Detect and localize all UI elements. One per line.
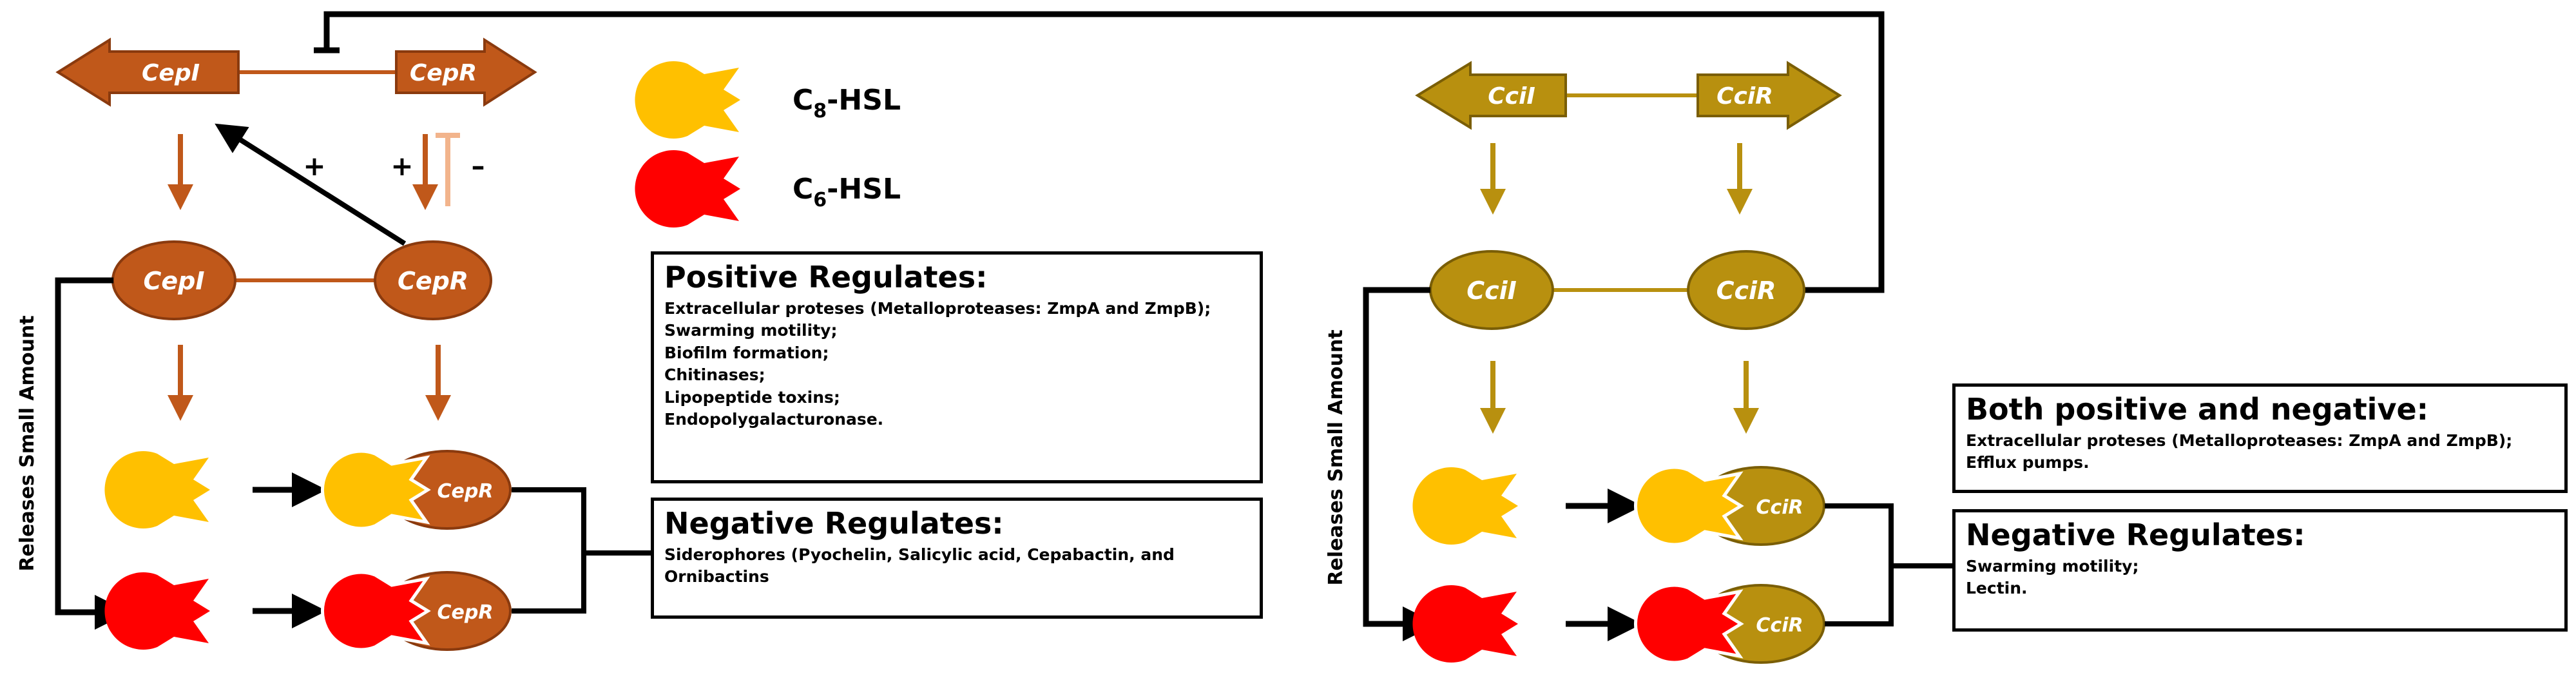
cep-negative-title: Negative Regulates: [664, 506, 1004, 541]
list-item: Ornibactins [664, 567, 769, 586]
cci-system: CciI CciR CciI CciR Releases Small Amoun… [1325, 61, 1952, 663]
ccii-protein-label: CciI [1466, 276, 1517, 305]
cepi-gene-label: CepI [142, 60, 200, 86]
legend: C8-HSL C6-HSL [635, 61, 901, 228]
list-item: Endopolygalacturonase. [664, 410, 884, 429]
cci-both-title: Both positive and negative: [1966, 392, 2429, 427]
cepi-gene-arrow [55, 37, 240, 107]
legend-c8-hsl-label: C8-HSL [793, 84, 901, 122]
cci-release-line [1363, 287, 1437, 641]
cci-inhibition-feedback-line [323, 11, 1885, 293]
cepr-gene-label: CepR [410, 60, 477, 86]
cepr-gene-arrow [395, 37, 537, 107]
ccir-protein [1687, 250, 1805, 330]
cci-both-regulation-box: Both positive and negative: Extracellula… [1952, 383, 2568, 493]
cepr-c6-complex-label: CepR [437, 601, 494, 624]
ccir-c8-complex-label: CciR [1756, 496, 1803, 519]
list-item: Swarming motility; [664, 321, 838, 340]
ccir-protein-label: CciR [1716, 276, 1776, 305]
list-item: Lipopeptide toxins; [664, 387, 840, 407]
cep-system: CepI CepR + – + CepI CepR Releases Small… [16, 37, 651, 650]
list-item: Extracellular proteses (Metalloproteases… [664, 298, 1211, 318]
cepi-protein-label: CepI [144, 267, 205, 295]
ccii-gene-label: CciI [1488, 83, 1535, 110]
cepr-plus-sign: + [390, 150, 413, 182]
cep-positive-regulation-box: Positive Regulates: Extracellular protes… [651, 251, 1263, 483]
cep-release-line [55, 277, 130, 630]
ccir-gene-label: CciR [1716, 83, 1773, 110]
cepr-c8-complex-label: CepR [437, 480, 494, 503]
cep-release-label: Releases Small Amount [16, 315, 39, 571]
cep-c8-hsl-molecule [104, 451, 210, 528]
list-item: Chitinases; [664, 365, 765, 385]
cepi-plus-sign: + [303, 150, 325, 182]
list-item: Biofilm formation; [664, 343, 829, 362]
list-item: Swarming motility; [1966, 556, 2139, 576]
cepr-minus-sign: – [472, 150, 485, 182]
cepr-protein [374, 240, 492, 320]
cci-c8-hsl-molecule [1412, 467, 1518, 545]
cci-complex-bracket [1825, 503, 1952, 626]
cep-negative-regulation-box: Negative Regulates: Siderophores (Pyoche… [651, 498, 1263, 619]
ccir-c6-complex: CciR [1635, 585, 1825, 663]
legend-c8-hsl-icon [635, 61, 740, 139]
ccir-gene-arrow [1697, 61, 1842, 130]
cci-negative-regulation-box: Negative Regulates: Swarming motility; L… [1952, 509, 2568, 632]
list-item: Siderophores (Pyochelin, Salicylic acid,… [664, 545, 1175, 564]
cepr-activates-cepi-arrow [215, 123, 407, 246]
list-item: Lectin. [1966, 579, 2028, 598]
cep-c6-hsl-molecule [104, 572, 210, 650]
cepr-protein-label: CepR [398, 267, 468, 295]
cci-negative-title: Negative Regulates: [1966, 518, 2305, 552]
ccir-c8-complex: CciR [1635, 467, 1825, 545]
cep-complex-bracket [512, 487, 651, 614]
ccii-gene-arrow [1415, 61, 1567, 130]
ccir-c6-complex-label: CciR [1756, 614, 1803, 637]
cci-c6-hsl-molecule [1412, 585, 1518, 663]
cci-release-label: Releases Small Amount [1325, 329, 1347, 585]
legend-c6-hsl-icon [635, 150, 740, 228]
cep-positive-title: Positive Regulates: [664, 260, 988, 295]
legend-c6-hsl-label: C6-HSL [793, 173, 901, 211]
cepr-c8-complex: CepR [322, 451, 512, 528]
cepr-c6-complex: CepR [322, 572, 512, 650]
list-item: Efflux pumps. [1966, 453, 2090, 472]
list-item: Extracellular proteses (Metalloproteases… [1966, 431, 2513, 450]
